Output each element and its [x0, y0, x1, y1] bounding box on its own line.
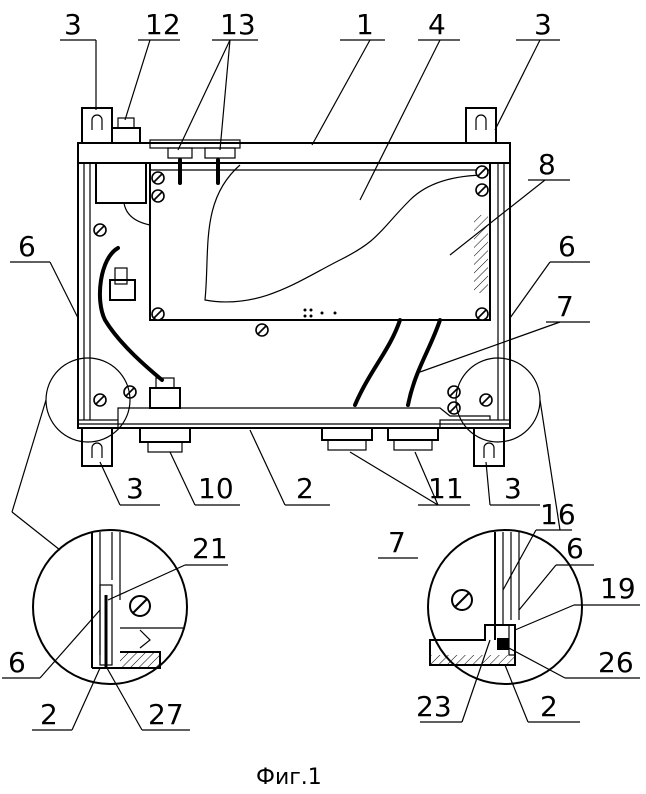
socket-10-body [150, 388, 180, 408]
label-6-left: 6 [18, 230, 36, 263]
label-2: 2 [296, 472, 314, 505]
connector-13a [168, 148, 192, 158]
label-3-bottom-left: 3 [126, 472, 144, 505]
label-10: 10 [198, 472, 234, 505]
pin-cluster [304, 309, 337, 318]
label-2-detail-left: 2 [40, 698, 58, 731]
side-wall-left [78, 143, 90, 428]
label-21: 21 [192, 532, 228, 565]
housing [46, 108, 540, 466]
connector-12 [112, 128, 140, 143]
label-4: 4 [428, 8, 446, 41]
detail-circle-left [46, 358, 130, 442]
label-12: 12 [145, 8, 181, 41]
label-8: 8 [538, 148, 556, 181]
cable-right-1 [355, 320, 400, 405]
label-19: 19 [600, 572, 636, 605]
bracket-top-right [466, 108, 496, 143]
label-1: 1 [356, 8, 374, 41]
label-11: 11 [428, 472, 464, 505]
label-27: 27 [148, 698, 184, 731]
cutaway-line [205, 165, 488, 302]
label-7: 7 [556, 290, 574, 323]
connector-11a [322, 428, 372, 440]
label-3-top-right: 3 [534, 8, 552, 41]
label-26: 26 [598, 646, 634, 679]
connector-10 [140, 428, 190, 442]
inner-plate [118, 408, 490, 420]
figure-caption: Фиг.1 [256, 765, 322, 790]
side-wall-right [498, 143, 510, 428]
circuit-board [150, 163, 490, 320]
label-3-top-left: 3 [64, 8, 82, 41]
label-13: 13 [220, 8, 256, 41]
bracket-top-left [82, 108, 112, 143]
screws [94, 166, 492, 414]
label-16: 16 [540, 498, 576, 531]
relay-box [96, 163, 146, 203]
cable-right-2 [408, 320, 440, 405]
label-23: 23 [416, 690, 452, 723]
label-6-right: 6 [558, 230, 576, 263]
label-2-detail-right: 2 [540, 690, 558, 723]
bracket-bottom-right [474, 428, 504, 466]
label-6-detail-left: 6 [8, 646, 26, 679]
plug-left [110, 280, 135, 300]
connector-11b [388, 428, 438, 440]
label-6-detail-right: 6 [566, 532, 584, 565]
bracket-bottom-left [82, 428, 112, 466]
label-3-bottom-right: 3 [504, 472, 522, 505]
label-7-detail: 7 [388, 526, 406, 559]
top-cover [78, 143, 510, 163]
